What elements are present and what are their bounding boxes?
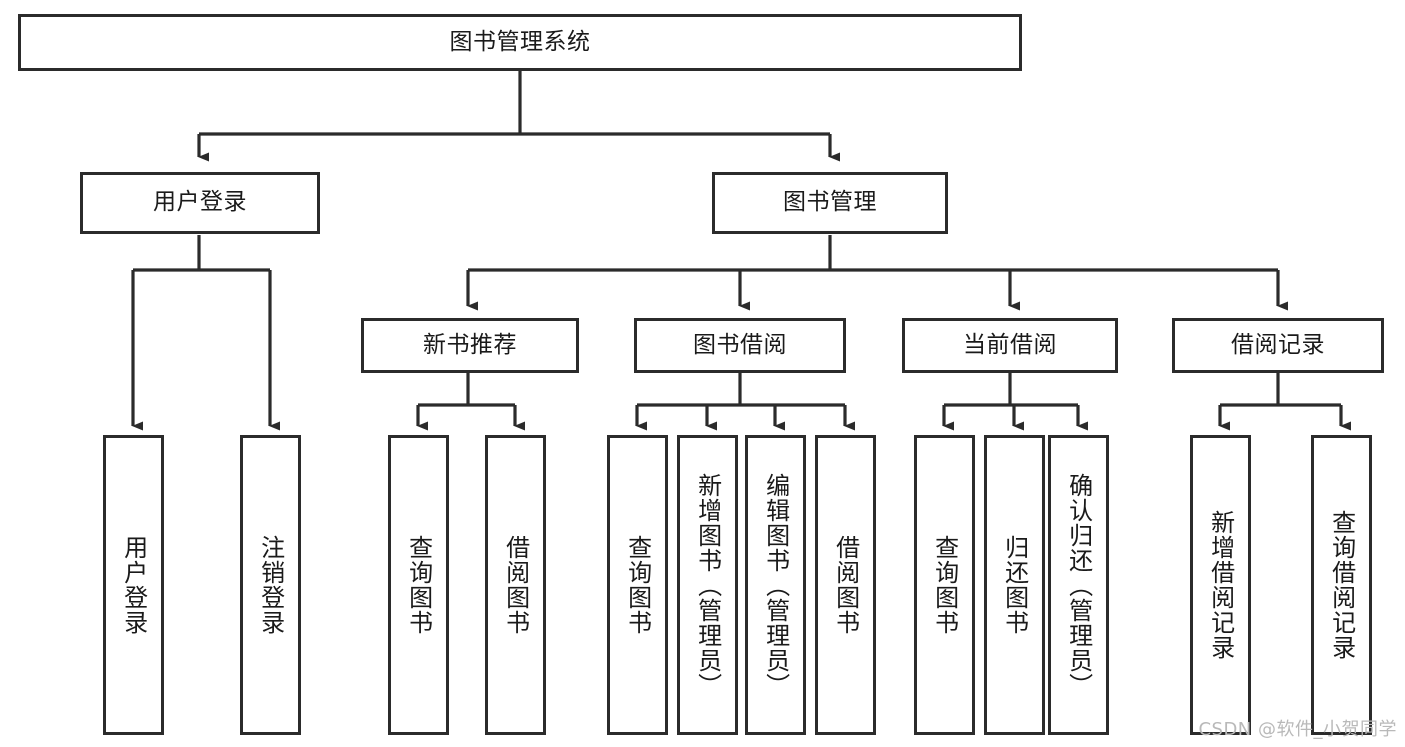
leaf-borrow-book-new[interactable]: 借阅图书 [485,435,546,735]
node-new-book-recommend-label: 新书推荐 [423,331,517,358]
leaf-query-book-new[interactable]: 查询图书 [388,435,449,735]
leaf-add-borrow-record-label: 新增借阅记录 [1206,510,1235,660]
node-user-login-label: 用户登录 [153,189,247,216]
node-book-borrow[interactable]: 图书借阅 [634,318,846,373]
node-book-management-label: 图书管理 [783,189,877,216]
leaf-return-book-label: 归还图书 [1000,535,1029,635]
leaf-logout-label: 注销登录 [256,535,285,635]
node-book-borrow-label: 图书借阅 [693,331,787,358]
node-current-borrow[interactable]: 当前借阅 [902,318,1118,373]
node-user-login[interactable]: 用户登录 [80,172,320,234]
leaf-query-book-borrow[interactable]: 查询图书 [607,435,668,735]
node-borrow-records-label: 借阅记录 [1231,331,1325,358]
leaf-query-book-current-label: 查询图书 [930,535,959,635]
leaf-query-borrow-record-label: 查询借阅记录 [1327,510,1356,660]
leaf-query-book-current[interactable]: 查询图书 [914,435,975,735]
leaf-edit-book-admin[interactable]: 编辑图书（管理员） [745,435,806,735]
leaf-confirm-return-admin-label: 确认归还（管理员） [1064,472,1093,698]
leaf-return-book[interactable]: 归还图书 [984,435,1045,735]
node-borrow-records[interactable]: 借阅记录 [1172,318,1384,373]
leaf-query-borrow-record[interactable]: 查询借阅记录 [1311,435,1372,735]
node-current-borrow-label: 当前借阅 [963,331,1057,358]
node-root-label: 图书管理系统 [449,28,591,55]
leaf-edit-book-admin-label: 编辑图书（管理员） [761,472,790,698]
leaf-query-book-new-label: 查询图书 [404,535,433,635]
node-book-management[interactable]: 图书管理 [712,172,948,234]
leaf-borrow-book[interactable]: 借阅图书 [815,435,876,735]
leaf-add-book-admin[interactable]: 新增图书（管理员） [677,435,738,735]
leaf-add-book-admin-label: 新增图书（管理员） [693,472,722,698]
leaf-logout[interactable]: 注销登录 [240,435,301,735]
leaf-borrow-book-new-label: 借阅图书 [501,535,530,635]
leaf-user-login[interactable]: 用户登录 [103,435,164,735]
leaf-borrow-book-label: 借阅图书 [831,535,860,635]
leaf-add-borrow-record[interactable]: 新增借阅记录 [1190,435,1251,735]
node-root[interactable]: 图书管理系统 [18,14,1022,71]
node-new-book-recommend[interactable]: 新书推荐 [361,318,579,373]
leaf-query-book-borrow-label: 查询图书 [623,535,652,635]
csdn-watermark: CSDN @软件_小贺同学 [1198,719,1397,740]
leaf-user-login-label: 用户登录 [119,535,148,635]
leaf-confirm-return-admin[interactable]: 确认归还（管理员） [1048,435,1109,735]
